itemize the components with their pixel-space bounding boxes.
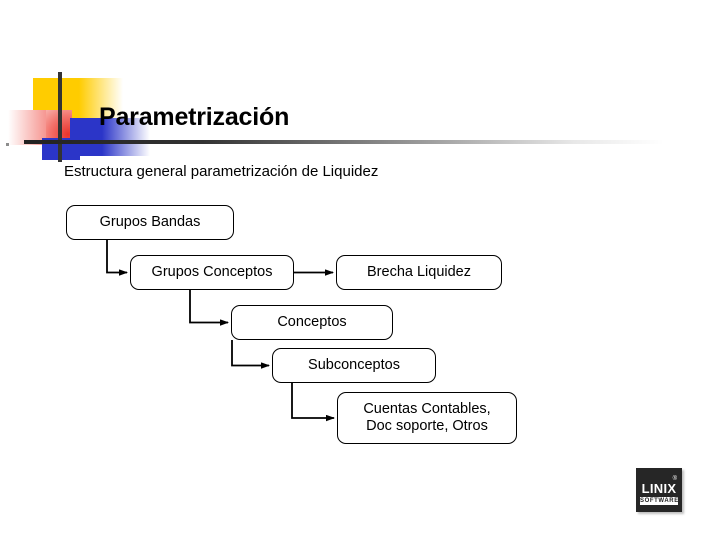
page-subtitle: Estructura general parametrización de Li… — [64, 163, 379, 180]
motif-dot — [6, 143, 9, 146]
node-brecha-liquidez[interactable]: Brecha Liquidez — [336, 255, 502, 290]
motif-horizontal-rule — [24, 140, 664, 144]
node-grupos-bandas[interactable]: Grupos Bandas — [66, 205, 234, 240]
page-title: Parametrización — [99, 103, 290, 131]
edge-grupos-conceptos-to-conceptos — [189, 290, 229, 326]
motif-vertical-rule — [58, 72, 62, 162]
logo-tagline: SOFTWARE — [640, 497, 679, 505]
node-cuentas-contables[interactable]: Cuentas Contables, Doc soporte, Otros — [337, 392, 517, 444]
motif-yellow-gradient — [79, 78, 123, 121]
linix-logo: ® LINIX SOFTWARE — [636, 468, 682, 512]
node-grupos-conceptos[interactable]: Grupos Conceptos — [130, 255, 294, 290]
node-subconceptos[interactable]: Subconceptos — [272, 348, 436, 383]
motif-blue-gradient — [102, 118, 150, 156]
edge-conceptos-to-subconceptos — [231, 340, 270, 369]
logo-wordmark: LINIX — [641, 481, 677, 496]
node-conceptos[interactable]: Conceptos — [231, 305, 393, 340]
edge-subconceptos-to-cuentas — [291, 383, 335, 422]
registered-mark-icon: ® — [672, 476, 677, 482]
edge-bandas-to-grupos-conceptos — [106, 240, 128, 276]
